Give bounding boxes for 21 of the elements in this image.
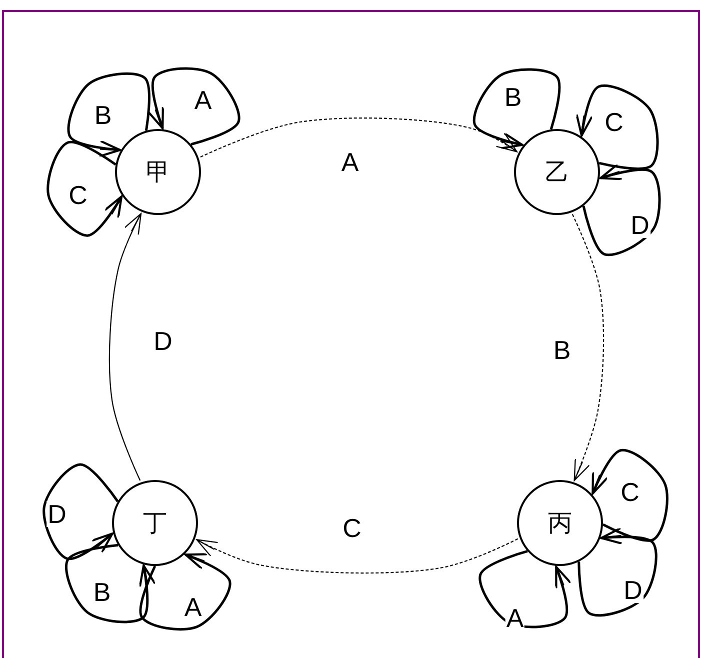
self-loop-arrow (592, 448, 668, 542)
arrow (572, 214, 604, 481)
arrow (108, 213, 142, 481)
self-loop-arrow (42, 463, 119, 560)
self-loop-arrow (576, 84, 659, 170)
edge-label: D (46, 501, 68, 527)
self-loop-arrow (578, 527, 658, 617)
state-label: 甲 (146, 160, 170, 184)
state-label: 乙 (545, 160, 569, 184)
arrow (196, 538, 518, 574)
arrow (200, 118, 518, 158)
self-loop-arrow (139, 553, 232, 631)
self-loop-arrow (46, 140, 123, 237)
self-loop-arrow (67, 72, 150, 158)
state-label: 丙 (548, 511, 572, 535)
self-loop-arrow (65, 544, 156, 624)
self-loop-arrow (582, 164, 661, 256)
state-label: 丁 (143, 511, 167, 535)
self-loop-arrow (472, 68, 561, 150)
self-loop-arrow (478, 550, 572, 628)
self-loop-arrow (148, 67, 240, 146)
